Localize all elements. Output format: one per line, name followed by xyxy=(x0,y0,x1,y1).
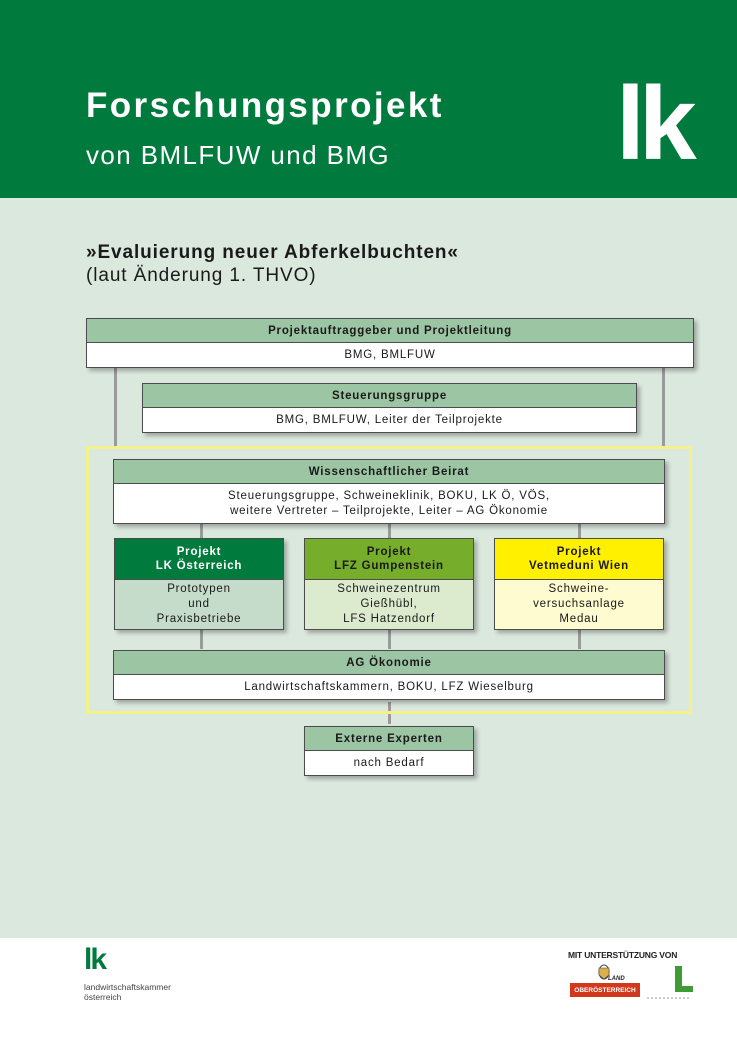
auftraggeber-body: BMG, BMLFUW xyxy=(86,343,694,368)
project-lk-body: Prototypen und Praxisbetriebe xyxy=(114,580,284,630)
beirat-line: Steuerungsgruppe, Schweineklinik, BOKU, … xyxy=(228,489,550,502)
auftraggeber-title: Projektauftraggeber und Projektleitung xyxy=(86,318,694,343)
steuerung-title: Steuerungsgruppe xyxy=(142,383,637,408)
beirat-body: Steuerungsgruppe, Schweineklinik, BOKU, … xyxy=(113,484,665,524)
footer-lk-logo: lk xyxy=(84,943,107,976)
project-frame xyxy=(86,446,692,714)
project-gumpenstein-title: Projekt LFZ Gumpenstein xyxy=(304,538,474,580)
project-vetmeduni-title: Projekt Vetmeduni Wien xyxy=(494,538,664,580)
page-title: Forschungsprojekt xyxy=(86,86,444,125)
steuerung-box: Steuerungsgruppe BMG, BMLFUW, Leiter der… xyxy=(142,383,637,433)
oekonomie-title: AG Ökonomie xyxy=(113,650,665,675)
main-content: »Evaluierung neuer Abferkelbuchten« (lau… xyxy=(0,198,737,938)
project-gumpenstein-box: Projekt LFZ Gumpenstein Schweinezentrum … xyxy=(304,538,474,630)
beirat-box: Wissenschaftlicher Beirat Steuerungsgrup… xyxy=(113,459,665,524)
land-label: LAND xyxy=(608,976,625,982)
oberoesterreich-logo: LAND OBERÖSTERREICH xyxy=(570,962,640,998)
project-lk-box: Projekt LK Österreich Prototypen und Pra… xyxy=(114,538,284,630)
project-vetmeduni-body: Schweine- versuchsanlage Medau xyxy=(494,580,664,630)
page-subtitle: von BMLFUW und BMG xyxy=(86,140,391,170)
connector-line xyxy=(114,368,117,446)
coat-of-arms-icon xyxy=(598,964,610,980)
project-subtitle: (laut Änderung 1. THVO) xyxy=(86,265,317,286)
support-label: MIT UNTERSTÜTZUNG VON xyxy=(568,950,678,960)
oberoesterreich-label: OBERÖSTERREICH xyxy=(570,983,640,997)
oekonomie-body: Landwirtschaftskammern, BOKU, LFZ Wiesel… xyxy=(113,675,665,700)
steuerung-body: BMG, BMLFUW, Leiter der Teilprojekte xyxy=(142,408,637,433)
connector-line xyxy=(662,368,665,446)
ministry-l-icon xyxy=(647,966,693,999)
footer-org-name: landwirtschaftskammer österreich xyxy=(84,982,171,1002)
oekonomie-box: AG Ökonomie Landwirtschaftskammern, BOKU… xyxy=(113,650,665,700)
project-gumpenstein-body: Schweinezentrum Gießhübl, LFS Hatzendorf xyxy=(304,580,474,630)
lk-logo: lk xyxy=(616,66,697,182)
experten-box: Externe Experten nach Bedarf xyxy=(304,726,474,776)
project-title: »Evaluierung neuer Abferkelbuchten« xyxy=(86,242,459,263)
beirat-line: weitere Vertreter – Teilprojekte, Leiter… xyxy=(230,504,548,517)
header: Forschungsprojekt von BMLFUW und BMG lk xyxy=(0,0,737,198)
beirat-title: Wissenschaftlicher Beirat xyxy=(113,459,665,484)
experten-body: nach Bedarf xyxy=(304,751,474,776)
project-vetmeduni-box: Projekt Vetmeduni Wien Schweine- versuch… xyxy=(494,538,664,630)
project-lk-title: Projekt LK Österreich xyxy=(114,538,284,580)
experten-title: Externe Experten xyxy=(304,726,474,751)
ministry-logo xyxy=(645,964,695,1000)
auftraggeber-box: Projektauftraggeber und Projektleitung B… xyxy=(86,318,694,368)
